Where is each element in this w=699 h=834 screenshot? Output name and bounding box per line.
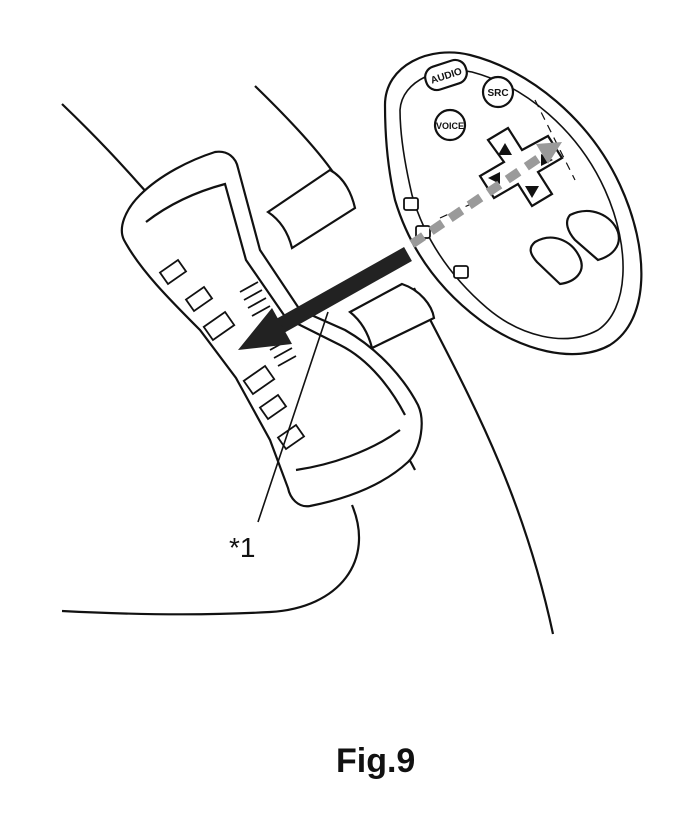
lower-band: [348, 282, 436, 350]
upper-band: [266, 168, 357, 250]
source-button-label: SRC: [487, 88, 508, 99]
bracket-lower-ridge: [295, 429, 401, 472]
up-arrow-icon: [498, 143, 512, 155]
figure-caption: Fig.9: [336, 742, 416, 780]
voice-button-label: VOICE: [436, 121, 464, 131]
down-arrow-icon: [525, 186, 539, 198]
audio-button: AUDIO: [424, 58, 468, 92]
source-button: SRC: [481, 75, 515, 109]
bracket-inner-ridge: [145, 182, 406, 416]
voice-button: VOICE: [433, 108, 467, 142]
mounting-bands: [266, 168, 436, 350]
wheel-rim-inner-line: [254, 85, 336, 176]
dashed-arrow-head-icon: [536, 142, 562, 164]
callout-label: *1: [229, 532, 256, 563]
bottom-button-pair: [529, 210, 620, 286]
steering-column-right-line: [413, 287, 555, 635]
dashed-insertion-arrow: [409, 142, 562, 248]
left-arrow-icon: [488, 172, 500, 184]
attachment-arrow: [238, 247, 412, 350]
attachment-arrow-head-icon: [238, 308, 292, 350]
lower-rim-line: [61, 504, 361, 616]
wheel-rim-outer-line: [61, 103, 151, 197]
callout-leader-line: [257, 311, 329, 523]
